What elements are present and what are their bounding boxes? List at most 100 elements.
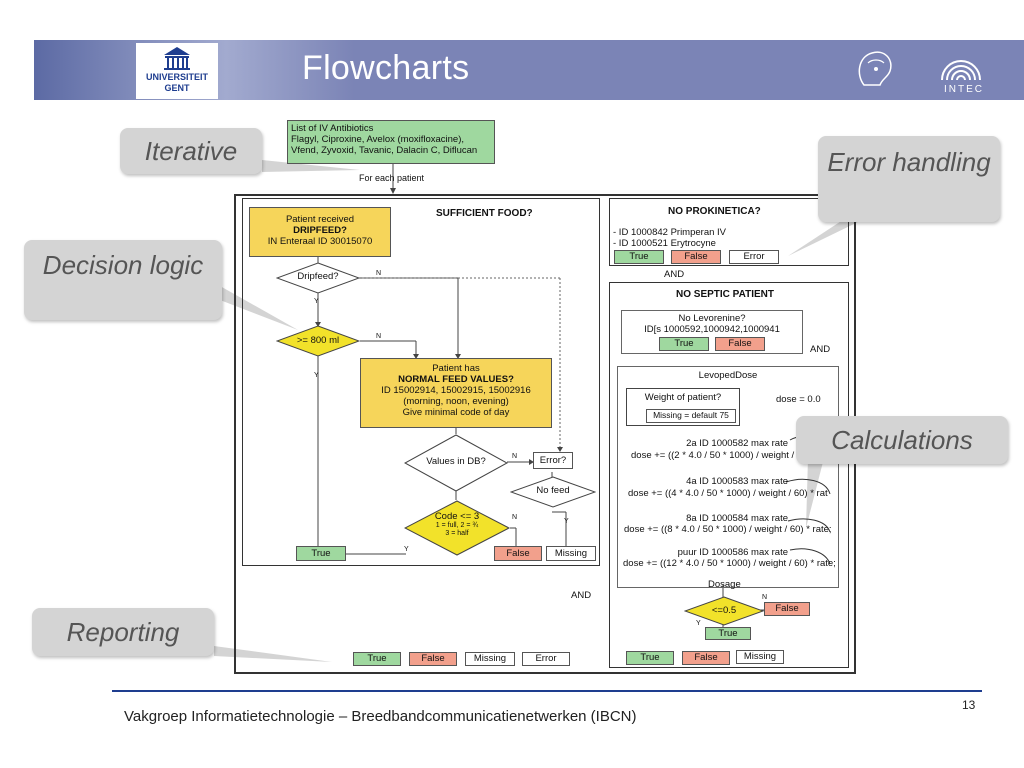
- and-label-3: AND: [571, 590, 592, 601]
- prokinetica-item1: - ID 1000842 Primperan IV: [613, 227, 727, 238]
- food-false-box: False: [494, 546, 542, 561]
- ugent-logo-line2: GENT: [164, 83, 190, 93]
- normal-feed-line3: ID 15002914, 15002915, 15002916: [381, 385, 531, 396]
- sufficient-food-heading: SUFFICIENT FOOD?: [436, 208, 533, 219]
- no-septic-heading: NO SEPTIC PATIENT: [676, 289, 774, 300]
- report-error-box: Error: [522, 652, 570, 666]
- dripfeed-question: Dripfeed?: [297, 271, 339, 282]
- normal-feed-line1: Patient has: [432, 363, 480, 374]
- dripfeed-decision-diamond: [276, 262, 360, 294]
- no-septic-frame: [609, 282, 849, 668]
- septic-false-box: False: [682, 651, 730, 665]
- slide-title: Flowcharts: [302, 49, 470, 87]
- levoped-dose-frame: [617, 366, 839, 588]
- and-label-2: AND: [810, 344, 831, 355]
- intec-logo-text: INTEC: [944, 84, 984, 95]
- error-check-box: Error?: [533, 452, 573, 469]
- prokinetica-error-box: Error: [729, 250, 779, 264]
- prokinetica-false-box: False: [671, 250, 721, 264]
- and-label-1: AND: [664, 269, 685, 280]
- no-feed-diamond: [510, 476, 596, 508]
- ge800-y-label: Y: [314, 372, 319, 379]
- antibiotics-list-box: List of IV Antibiotics Flagyl, Ciproxine…: [287, 120, 495, 164]
- normal-feed-line2: NORMAL FEED VALUES?: [398, 374, 514, 385]
- ge800-n-label: N: [376, 333, 382, 340]
- callout-error-handling: Error handling: [818, 136, 1000, 222]
- callout-calculations: Calculations: [796, 416, 1008, 464]
- code-le3-label: Code <= 3: [434, 511, 480, 522]
- prokinetica-item2: - ID 1000521 Erytrocyne: [613, 238, 716, 249]
- antibiotics-line1: List of IV Antibiotics: [291, 123, 374, 134]
- antibiotics-line2: Flagyl, Ciproxine, Avelox (moxifloxacine…: [291, 134, 465, 145]
- for-each-patient-label: For each patient: [359, 173, 425, 183]
- values-in-db-diamond: [404, 434, 508, 492]
- normal-feed-values-box: Patient has NORMAL FEED VALUES? ID 15002…: [360, 358, 552, 428]
- report-false-box: False: [409, 652, 457, 666]
- dose-zero-label: dose = 0.0: [776, 394, 821, 405]
- intec-logo-icon: [941, 60, 981, 81]
- no-levorenine-line1: No Levorenine?: [678, 313, 746, 324]
- calc4-formula: dose += ((12 * 4.0 / 50 * 1000) / weight…: [623, 558, 836, 569]
- code-y-label: Y: [404, 546, 409, 553]
- dosage-le05-label: <=0.5: [711, 605, 737, 616]
- code-le3-line2: 1 = full, 2 = ¾: [435, 522, 479, 529]
- helmet-head-icon: [858, 51, 892, 86]
- no-prokinetica-frame: [609, 198, 849, 266]
- ge800-decision-diamond: [276, 325, 360, 357]
- prokinetica-true-box: True: [614, 250, 664, 264]
- dripfeed-y-label: Y: [314, 298, 319, 305]
- dosage-n-label: N: [762, 594, 768, 601]
- dripfeed-line3: IN Enteraal ID 30015070: [267, 236, 373, 247]
- dosage-label: Dosage: [708, 579, 741, 590]
- levoped-dose-title: LevopedDose: [698, 370, 758, 381]
- weight-question: Weight of patient?: [644, 392, 722, 403]
- values-in-db-label: Values in DB?: [426, 456, 486, 467]
- dosage-y-label: Y: [696, 620, 701, 627]
- sufficient-food-frame: [242, 198, 600, 566]
- dripfeed-line1: Patient received: [285, 214, 355, 225]
- callout-iterative: Iterative: [120, 128, 262, 174]
- dosage-decision-diamond: [684, 596, 764, 626]
- calc3-formula: dose += ((8 * 4.0 / 50 * 1000) / weight …: [624, 524, 832, 535]
- code-le3-diamond: [404, 500, 510, 556]
- ugent-logo: UNIVERSITEIT GENT: [136, 43, 218, 99]
- university-building-icon: [164, 47, 190, 70]
- code-n-label: N: [512, 514, 518, 521]
- calc1-title: 2a ID 1000582 max rate: [686, 438, 788, 449]
- calc2-title: 4a ID 1000583 max rate: [686, 476, 788, 487]
- page-number: 13: [962, 698, 976, 712]
- food-true-box: True: [296, 546, 346, 561]
- dosage-false-box: False: [764, 602, 810, 616]
- no-levorenine-box: [621, 310, 803, 354]
- antibiotics-line3: Vfend, Zyvoxid, Tavanic, Dalacin C, Difl…: [291, 145, 478, 156]
- calc2-formula: dose += ((4 * 4.0 / 50 * 1000) / weight …: [628, 488, 828, 499]
- septic-missing-box: Missing: [736, 650, 784, 664]
- missing-default-box: Missing = default 75: [646, 409, 736, 423]
- weight-box: [626, 388, 740, 426]
- ugent-logo-line1: UNIVERSITEIT: [145, 72, 208, 82]
- calc1-formula: dose += ((2 * 4.0 / 50 * 1000) / weight …: [631, 450, 803, 461]
- dripfeed-box: Patient received DRIPFEED? IN Enteraal I…: [249, 207, 391, 257]
- report-missing-box: Missing: [465, 652, 515, 666]
- dripfeed-n-label: N: [376, 270, 382, 277]
- no-levorenine-line2: ID[s 1000592,1000942,1000941: [644, 324, 780, 335]
- callout-reporting: Reporting: [32, 608, 214, 656]
- ge800-label: >= 800 ml: [296, 335, 340, 346]
- calc3-title: 8a ID 1000584 max rate: [686, 513, 788, 524]
- footer-rule: [112, 690, 982, 692]
- code-le3-line3: 3 = half: [445, 530, 469, 537]
- no-feed-y-label: Y: [564, 518, 569, 525]
- food-missing-box: Missing: [546, 546, 596, 561]
- dripfeed-line2: DRIPFEED?: [293, 225, 347, 236]
- footer-text: Vakgroep Informatietechnologie – Breedba…: [124, 708, 637, 725]
- values-in-db-n-label: N: [512, 453, 518, 460]
- callout-decision-logic: Decision logic: [24, 240, 222, 320]
- calc4-title: puur ID 1000586 max rate: [677, 547, 788, 558]
- dosage-true-box: True: [705, 627, 751, 640]
- no-prokinetica-heading: NO PROKINETICA?: [668, 206, 761, 217]
- no-feed-label: No feed: [536, 485, 570, 496]
- levorenine-true-box: True: [659, 337, 709, 351]
- normal-feed-line5: Give minimal code of day: [402, 407, 510, 418]
- report-true-box: True: [353, 652, 401, 666]
- normal-feed-line4: (morning, noon, evening): [403, 396, 509, 407]
